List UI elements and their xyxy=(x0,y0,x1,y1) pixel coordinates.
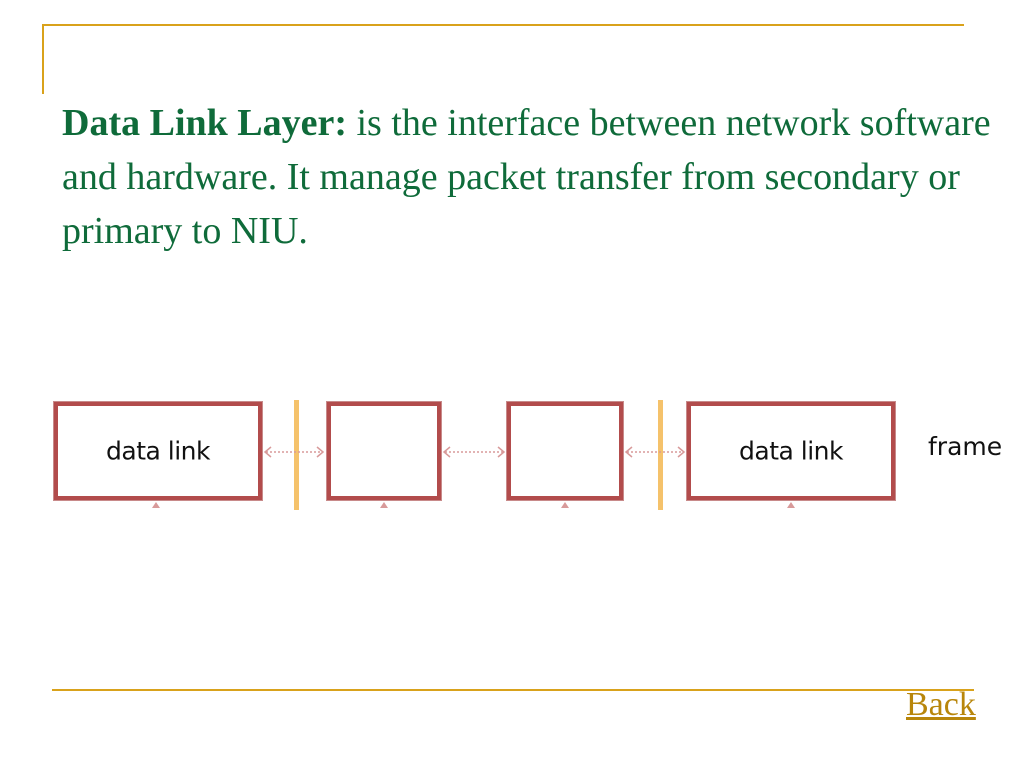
bottom-rule xyxy=(52,689,974,691)
double-arrow-icon xyxy=(624,446,686,458)
slide-paragraph: Data Link Layer: is the interface betwee… xyxy=(62,96,1012,258)
term-heading: Data Link Layer: xyxy=(62,102,347,144)
left-rule xyxy=(42,24,44,94)
box-tick xyxy=(152,502,160,508)
top-rule xyxy=(42,24,964,26)
box-tick xyxy=(380,502,388,508)
box-tick xyxy=(561,502,569,508)
diagram-box-2 xyxy=(327,402,441,500)
term-definition: is the interface between network softwar… xyxy=(62,102,991,252)
segment-divider xyxy=(658,400,663,510)
diagram-box-4: data link xyxy=(687,402,895,500)
back-link[interactable]: Back xyxy=(906,686,976,723)
diagram-box-3 xyxy=(507,402,623,500)
double-arrow-icon xyxy=(263,446,325,458)
frame-label: frame xyxy=(928,432,1003,461)
segment-divider xyxy=(294,400,299,510)
box-label: data link xyxy=(106,436,210,466)
double-arrow-icon xyxy=(442,446,506,458)
box-label: data link xyxy=(739,436,843,466)
diagram-box-1: data link xyxy=(54,402,262,500)
box-tick xyxy=(787,502,795,508)
